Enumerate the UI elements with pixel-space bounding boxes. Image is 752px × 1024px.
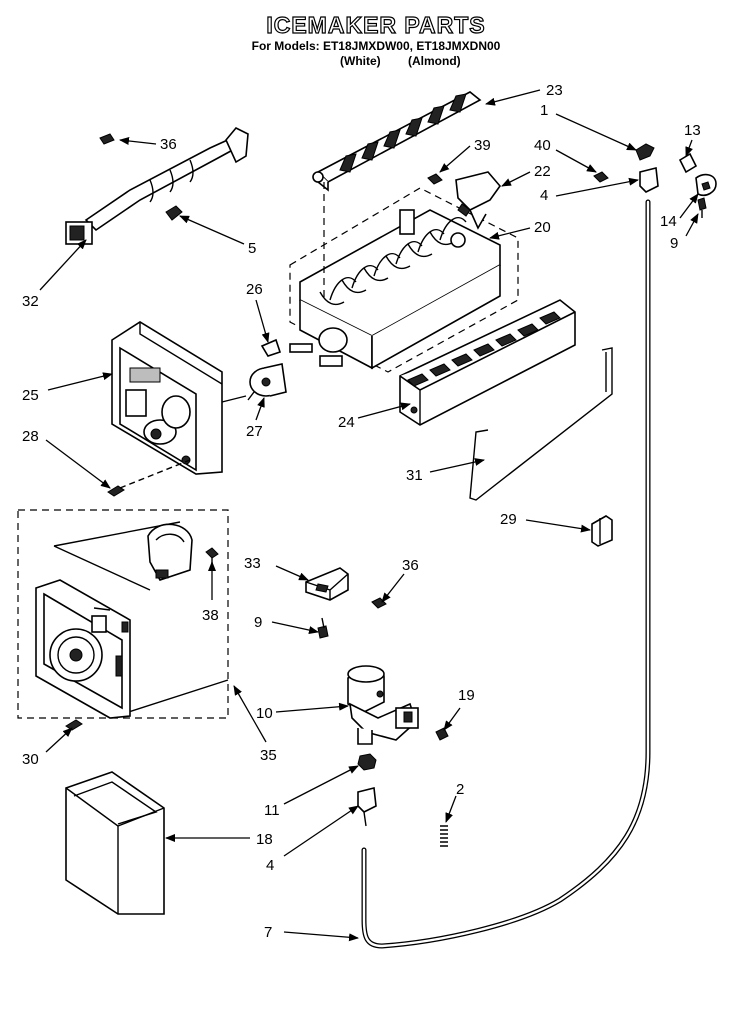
callout-31: 31 bbox=[406, 467, 423, 484]
part-22-fill-cup bbox=[455, 171, 502, 230]
callout-14: 14 bbox=[660, 213, 677, 230]
callout-25: 25 bbox=[22, 387, 39, 404]
callout-36-lower: 36 bbox=[402, 557, 419, 574]
callout-18: 18 bbox=[256, 831, 273, 848]
callout-24: 24 bbox=[338, 414, 355, 431]
callout-20: 20 bbox=[534, 219, 551, 236]
callout-27: 27 bbox=[246, 423, 263, 440]
callout-19: 19 bbox=[458, 687, 475, 704]
callout-39: 39 bbox=[474, 137, 491, 154]
part-28-screw bbox=[107, 459, 191, 497]
callout-9-right: 9 bbox=[670, 235, 678, 252]
part-36-screw-upper bbox=[99, 133, 115, 145]
part-14-clamp bbox=[695, 173, 717, 197]
part-18-cover bbox=[65, 771, 165, 915]
part-29-clip bbox=[591, 515, 613, 547]
part-13-sleeve bbox=[678, 152, 698, 174]
variant-white: (White) bbox=[340, 54, 381, 68]
callout-7: 7 bbox=[264, 924, 272, 941]
callout-36-upper: 36 bbox=[160, 136, 177, 153]
part-24-front-cover bbox=[399, 299, 576, 426]
part-1-fitting-top bbox=[635, 143, 655, 161]
part-35-motor-assembly bbox=[17, 509, 229, 719]
callout-22: 22 bbox=[534, 163, 551, 180]
callout-9-left: 9 bbox=[254, 614, 262, 631]
page-title: ICEMAKER PARTS bbox=[266, 11, 486, 38]
part-26-bracket bbox=[260, 338, 282, 357]
callout-4-lower: 4 bbox=[266, 857, 274, 874]
part-9-screw-left bbox=[317, 617, 329, 639]
part-10-water-valve bbox=[347, 665, 419, 745]
callout-1: 1 bbox=[540, 102, 548, 119]
callout-5: 5 bbox=[248, 240, 256, 257]
part-33-bracket bbox=[305, 567, 349, 601]
part-39-screw bbox=[427, 173, 443, 185]
variant-almond: (Almond) bbox=[408, 54, 461, 68]
part-20-ice-mold bbox=[289, 182, 519, 373]
model-numbers: For Models: ET18JMXDW00, ET18JMXDN00 bbox=[251, 39, 501, 53]
callout-40: 40 bbox=[534, 137, 551, 154]
part-2-spring bbox=[440, 825, 448, 847]
callout-2: 2 bbox=[456, 781, 464, 798]
callout-13: 13 bbox=[684, 122, 701, 139]
part-30-screw bbox=[65, 719, 83, 731]
part-23-ejector bbox=[312, 91, 482, 192]
callout-labels: 23 1 40 4 39 22 20 13 14 9 36 5 32 25 26… bbox=[22, 82, 701, 941]
leader-lines bbox=[39, 89, 699, 942]
callout-32: 32 bbox=[22, 293, 39, 310]
part-5-clip bbox=[165, 205, 183, 221]
callout-4-upper: 4 bbox=[540, 187, 548, 204]
callout-23: 23 bbox=[546, 82, 563, 99]
part-4-fitting-upper bbox=[639, 167, 659, 193]
part-27-thermostat bbox=[247, 363, 287, 401]
callout-30: 30 bbox=[22, 751, 39, 768]
callout-28: 28 bbox=[22, 428, 39, 445]
part-19-screw bbox=[435, 727, 449, 741]
callout-33: 33 bbox=[244, 555, 261, 572]
part-11-nut bbox=[357, 753, 377, 771]
part-25-control-housing bbox=[111, 321, 247, 475]
callout-26: 26 bbox=[246, 281, 263, 298]
part-40-screw bbox=[593, 171, 609, 183]
callout-38: 38 bbox=[202, 607, 219, 624]
callout-35: 35 bbox=[260, 747, 277, 764]
callout-29: 29 bbox=[500, 511, 517, 528]
part-9-screw-right bbox=[697, 197, 707, 218]
callout-11: 11 bbox=[264, 802, 280, 819]
part-32-wire-harness bbox=[65, 127, 249, 245]
part-7-water-tube bbox=[361, 199, 651, 949]
callout-10: 10 bbox=[256, 705, 273, 722]
part-31-shutoff-arm bbox=[469, 347, 613, 501]
part-4-fitting-lower bbox=[357, 787, 377, 827]
